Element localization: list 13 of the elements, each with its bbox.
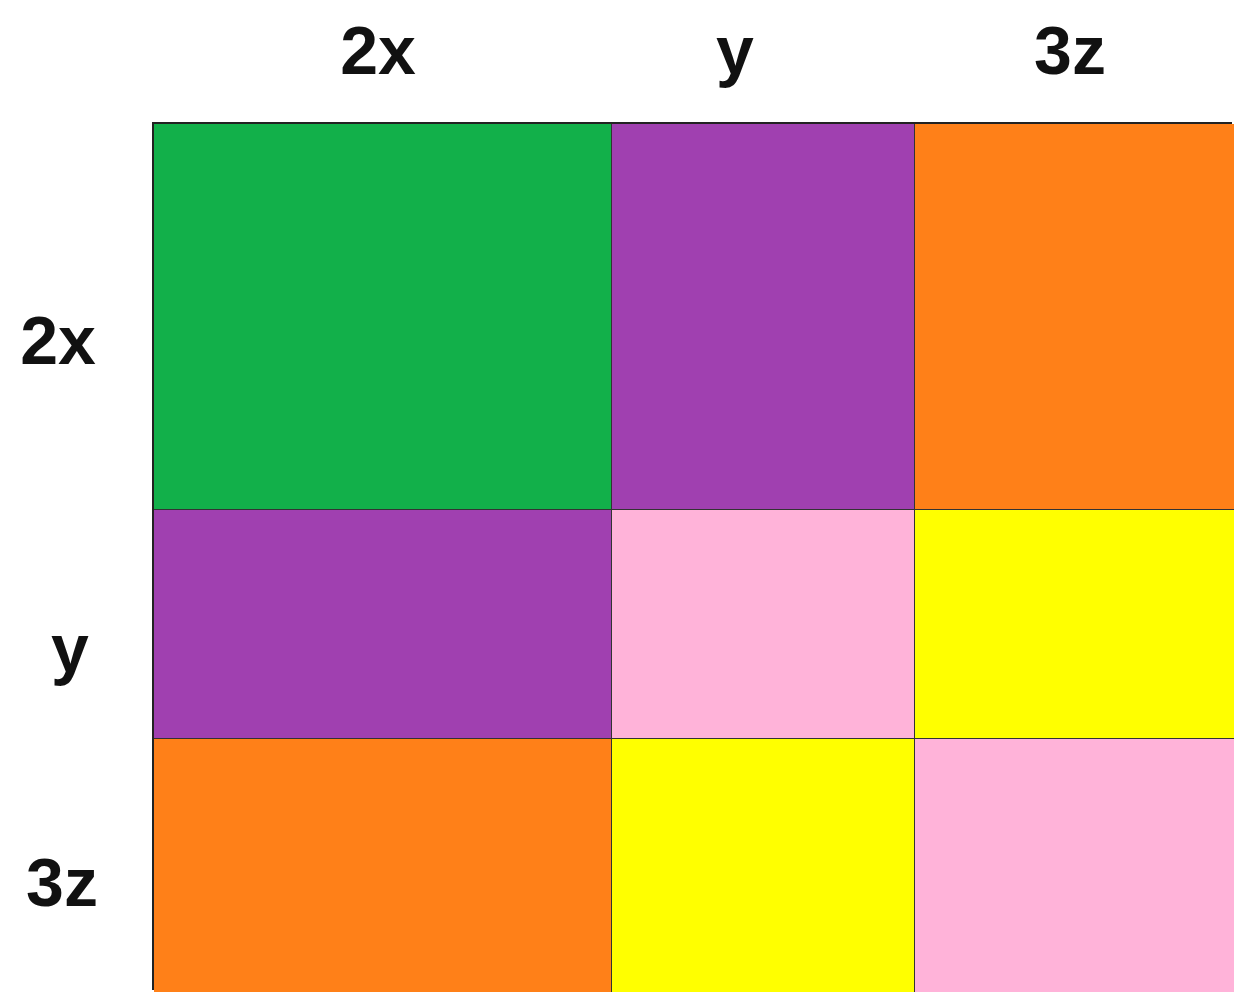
area-rectangle	[915, 124, 1234, 510]
area-rectangle	[612, 124, 915, 510]
area-rectangle	[915, 739, 1234, 992]
area-rectangle	[154, 739, 612, 992]
area-rectangle	[612, 739, 915, 992]
area-rectangle	[154, 510, 612, 739]
row-term: 2x	[20, 306, 96, 374]
area-rectangle	[154, 124, 612, 510]
column-term: 3z	[1034, 16, 1106, 84]
column-term: 2x	[340, 16, 416, 84]
area-rectangle	[612, 510, 915, 739]
row-term: 3z	[26, 848, 98, 916]
area-rectangle	[915, 510, 1234, 739]
